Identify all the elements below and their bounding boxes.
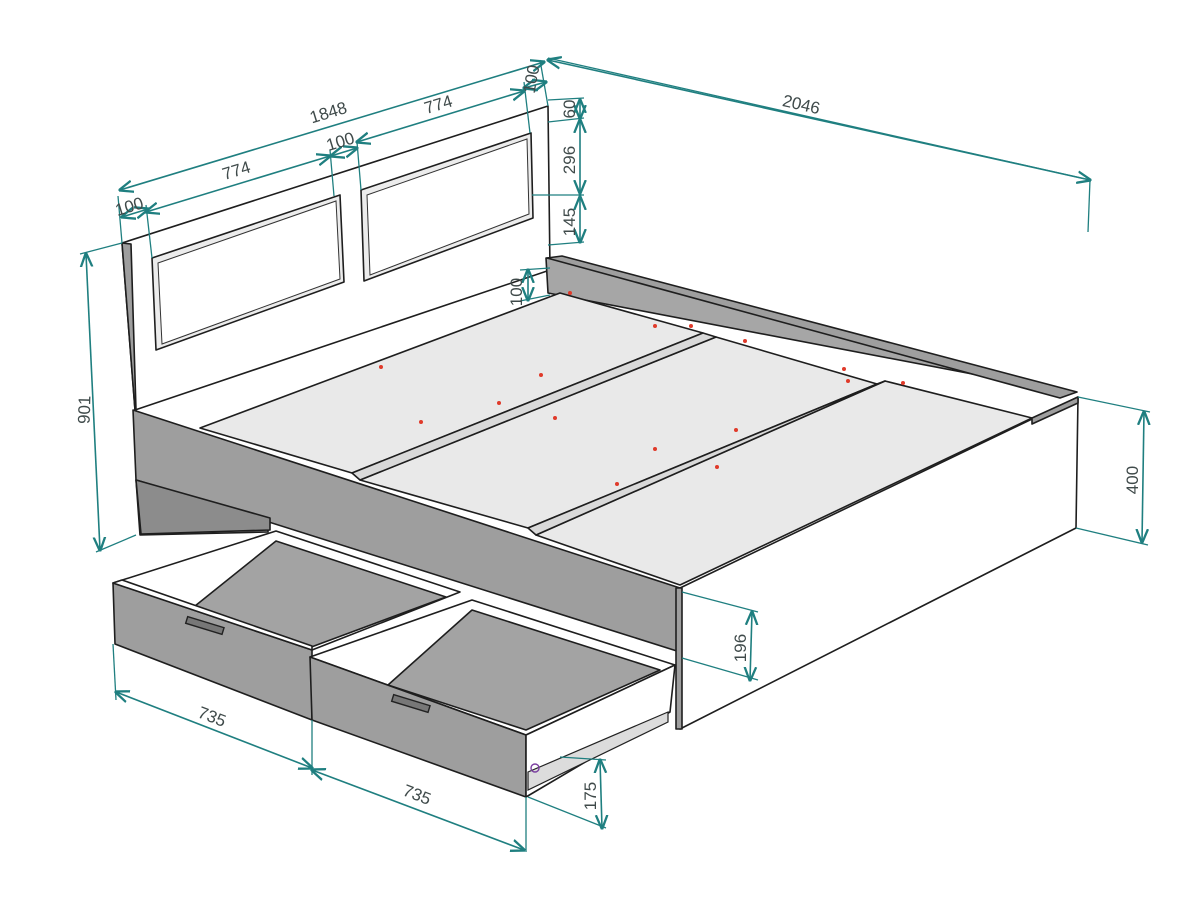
label-panel-bottom-offset: 145 — [560, 208, 579, 236]
drawer-left-handle — [184, 615, 225, 636]
drawer-right-handle — [390, 693, 431, 714]
drawer-left — [112, 530, 461, 721]
label-gap-middle: 100 — [324, 129, 357, 155]
dim-line-drawer-right — [312, 770, 524, 850]
drawer-runner — [527, 711, 669, 791]
label-frame-offset: 100 — [507, 278, 526, 306]
label-total-length: 2046 — [781, 91, 822, 118]
label-top-offset: 60 — [560, 100, 579, 119]
hardware-marks — [379, 291, 905, 486]
lower-rail — [135, 479, 271, 535]
label-headboard-height: 901 — [75, 395, 95, 424]
dimensions — [80, 58, 1150, 852]
label-side-height: 400 — [1123, 466, 1142, 494]
label-panel-width-left: 774 — [220, 158, 253, 184]
dim-line-total-length — [548, 60, 1090, 180]
dim-line-drawer-left — [116, 692, 312, 768]
bed-frame — [121, 105, 1079, 730]
dim-line-side-height — [1142, 412, 1144, 542]
label-margin-right: 100 — [520, 63, 544, 94]
drawer-right — [309, 599, 676, 798]
label-drawer-height: 175 — [581, 782, 600, 810]
headboard-edge — [121, 242, 137, 411]
label-panel-height: 296 — [560, 146, 579, 174]
label-base-height: 196 — [731, 634, 750, 662]
dim-line-headboard-height — [86, 254, 100, 550]
label-drawer-width-left: 735 — [195, 703, 228, 731]
